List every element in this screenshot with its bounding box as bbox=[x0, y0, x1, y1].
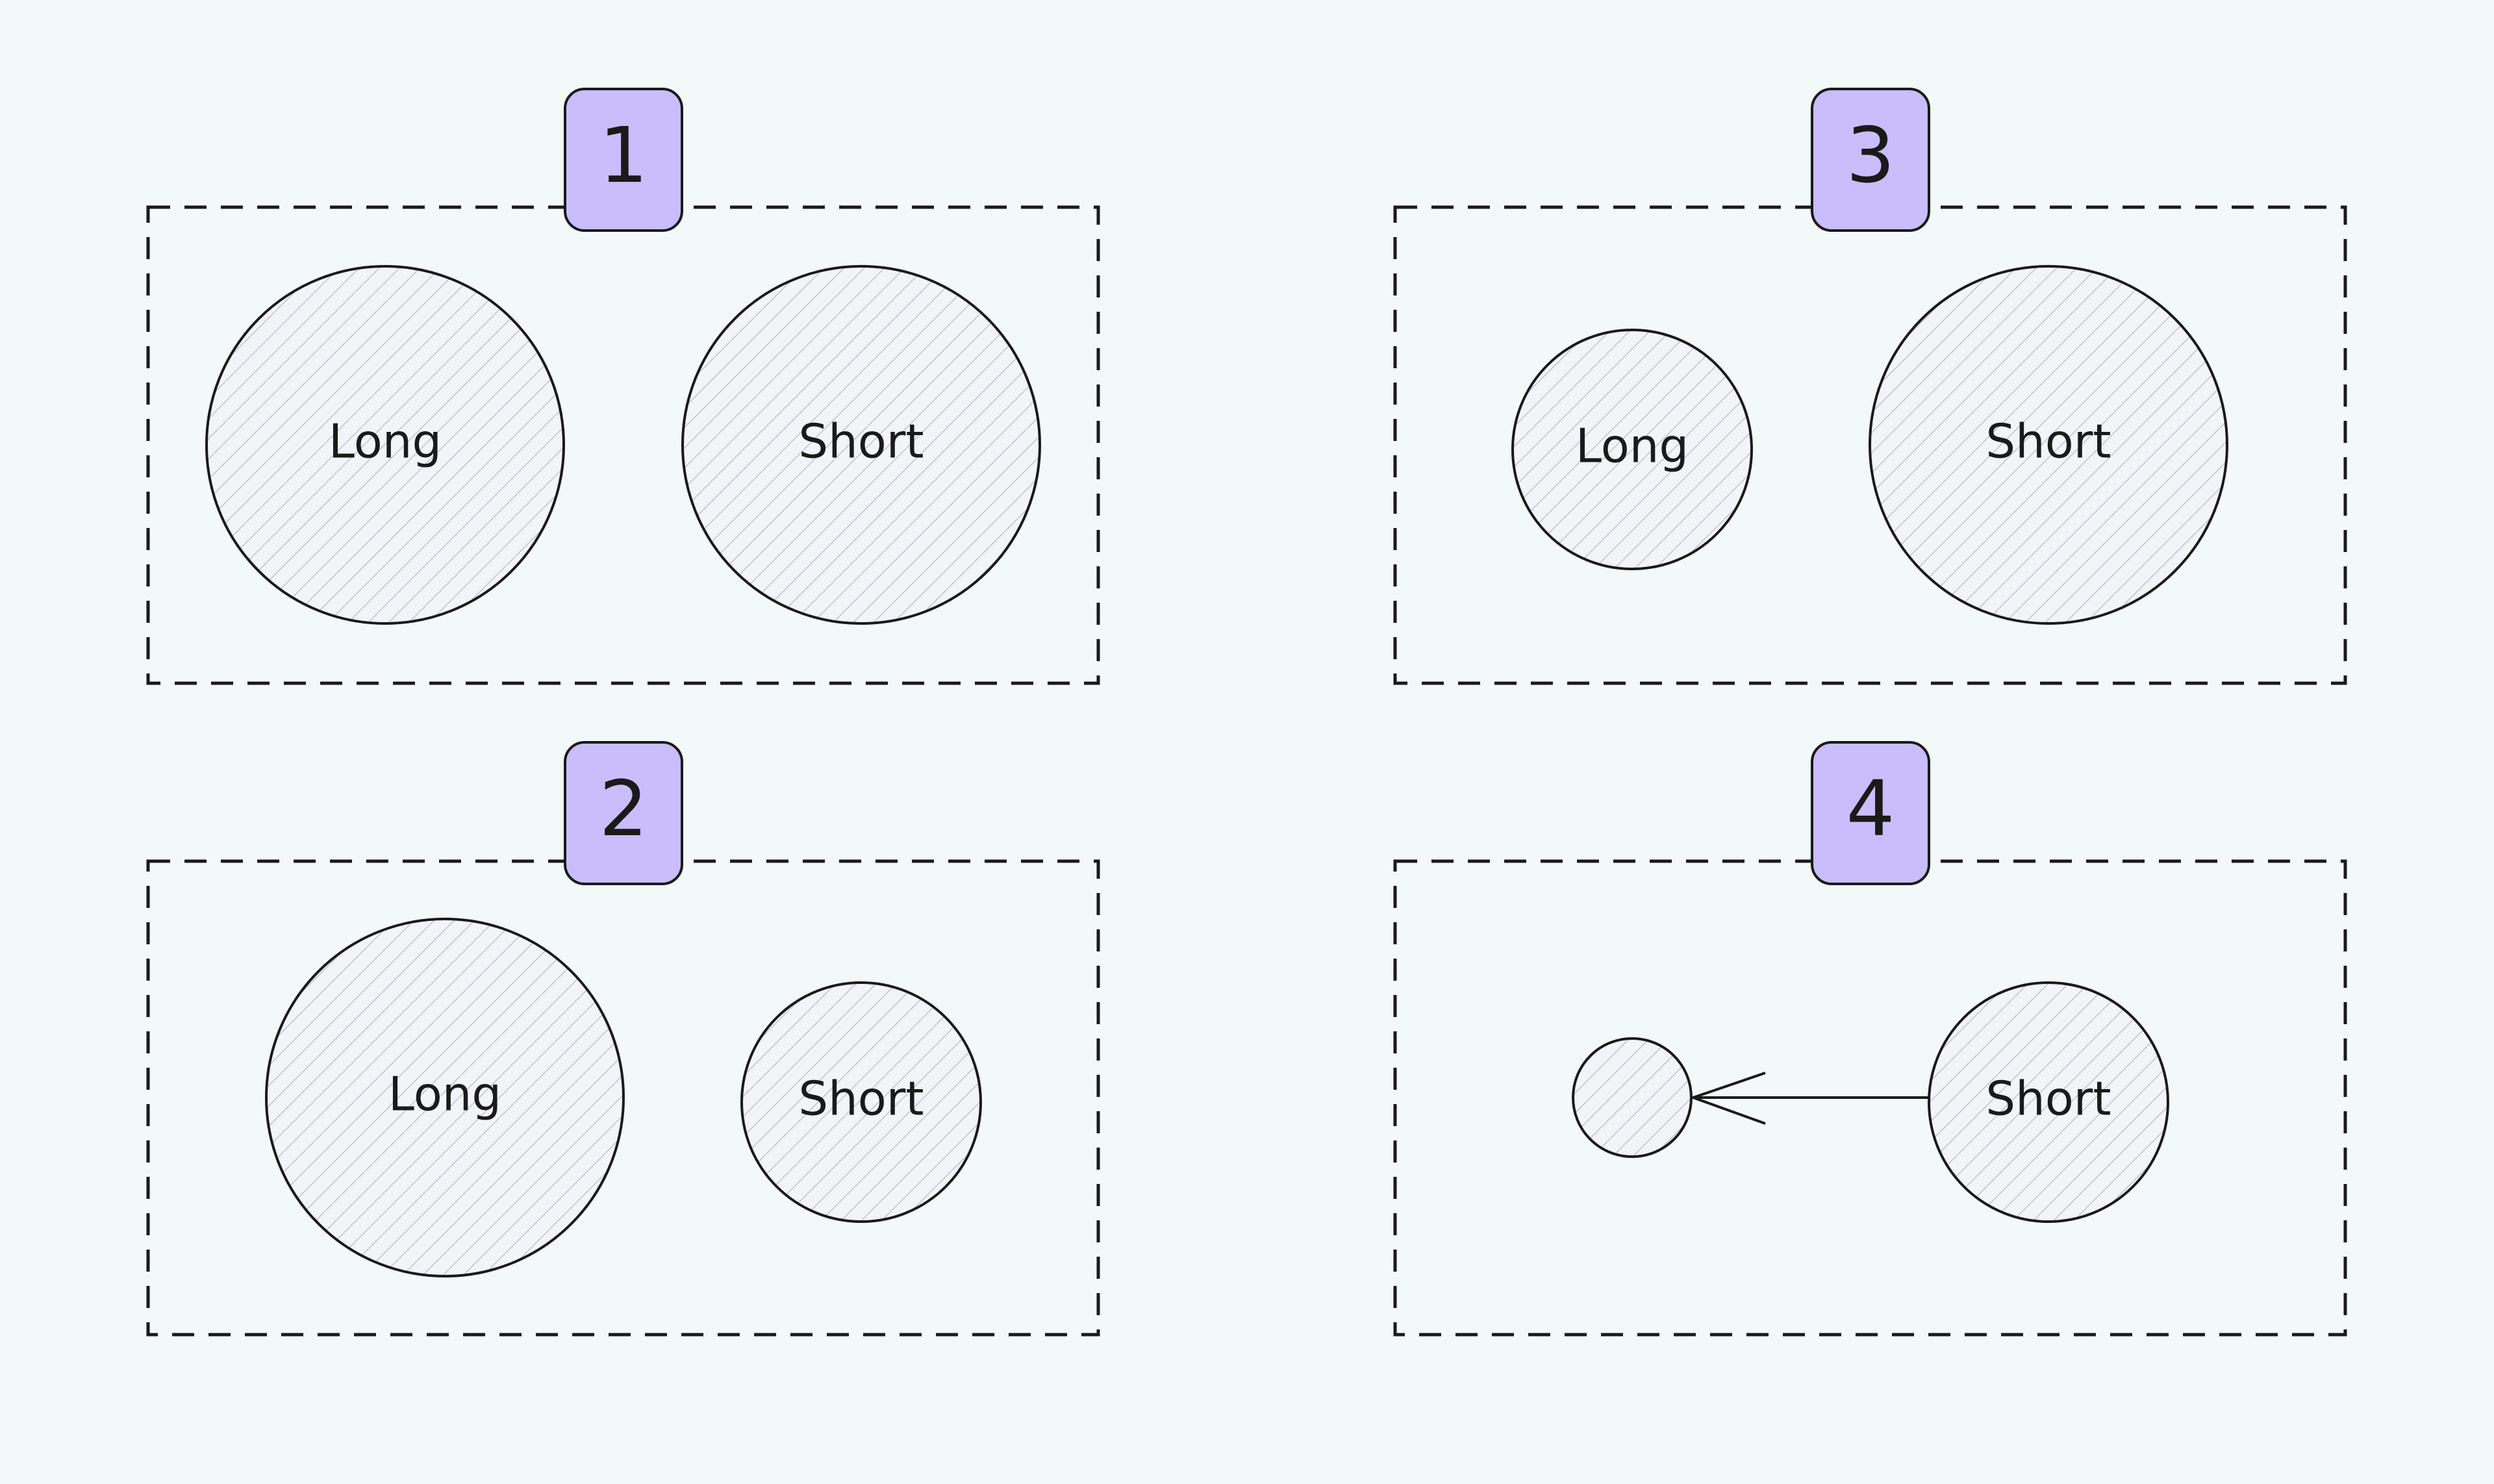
panel-3-long-circle bbox=[1511, 329, 1753, 570]
panel-3-badge bbox=[1811, 88, 1930, 232]
panel-1-long-circle bbox=[205, 265, 565, 625]
panel-2-badge-label: 2 bbox=[599, 764, 648, 853]
panel-2-short-circle bbox=[740, 981, 982, 1223]
panel-4: 4 Short bbox=[1393, 741, 2347, 1337]
panel-3-short-circle bbox=[1869, 265, 2228, 625]
panel-2: 2 Long Short bbox=[146, 741, 1100, 1337]
panel-3-badge-label: 3 bbox=[1846, 110, 1895, 200]
panel-1-short-label: Short bbox=[798, 414, 924, 469]
panel-4-arrow bbox=[1689, 1072, 1929, 1125]
panel-4-short-circle bbox=[1928, 981, 2169, 1223]
panel-4-badge bbox=[1811, 741, 1930, 885]
panel-2-long-label: Long bbox=[388, 1067, 501, 1122]
panel-1-short-circle bbox=[681, 265, 1041, 625]
panel-4-small-circle bbox=[1572, 1037, 1693, 1158]
panel-1-long-label: Long bbox=[329, 414, 442, 469]
panel-3-long-label: Long bbox=[1576, 419, 1689, 473]
panel-1-badge bbox=[564, 88, 683, 232]
panel-1-badge-label: 1 bbox=[599, 110, 648, 200]
panel-3-short-label: Short bbox=[1985, 414, 2111, 469]
panel-4-badge-label: 4 bbox=[1846, 764, 1895, 853]
panel-2-badge bbox=[564, 741, 683, 885]
panel-2-long-circle bbox=[265, 918, 625, 1277]
panel-3: 3 Long Short bbox=[1393, 88, 2347, 685]
panel-1: 1 Long Short bbox=[146, 88, 1100, 685]
arrow-head bbox=[1689, 1072, 1766, 1125]
panel-2-short-label: Short bbox=[798, 1072, 924, 1126]
panel-4-short-label: Short bbox=[1985, 1072, 2111, 1126]
